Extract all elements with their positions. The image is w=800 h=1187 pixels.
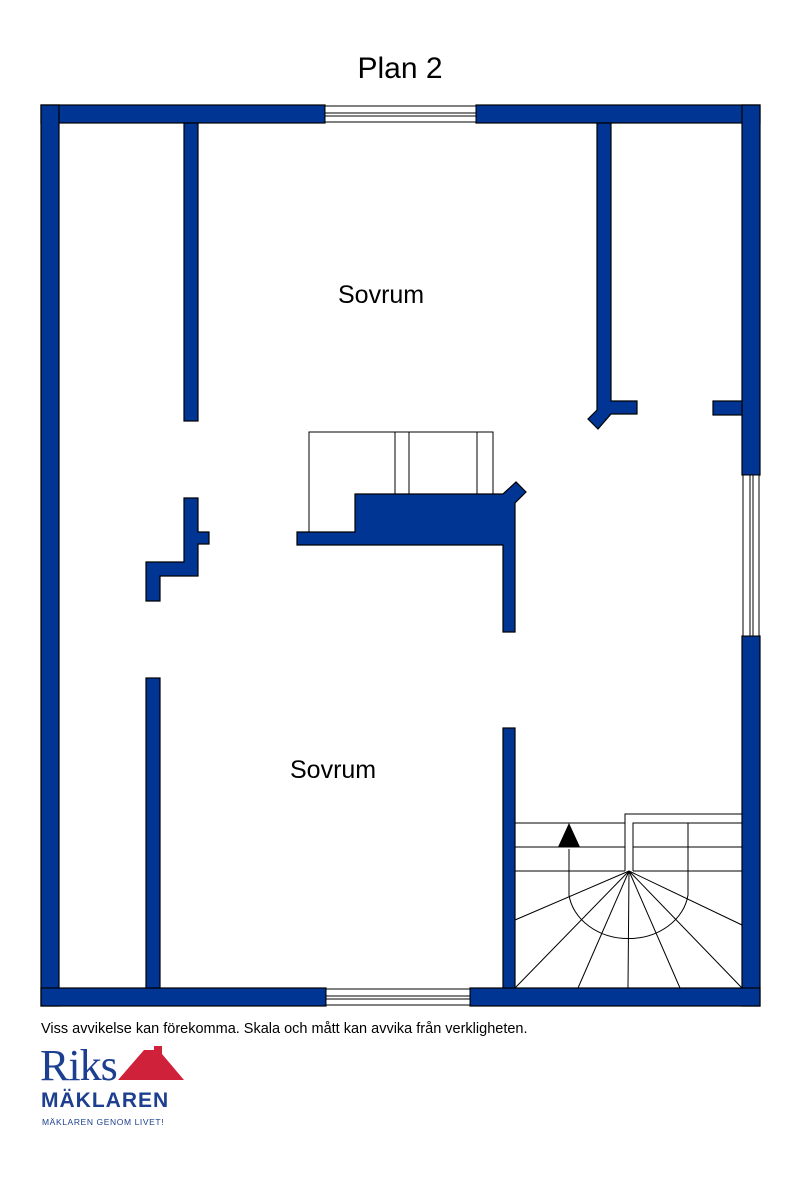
outer-wall-top-left <box>40 104 326 124</box>
outer-wall-right-lower <box>741 635 761 1007</box>
wall-left-upper <box>183 122 199 422</box>
logo-riks-text: Riks <box>40 1041 118 1090</box>
wall-stair-divider <box>502 727 516 989</box>
window-top <box>324 105 477 123</box>
wall-right-upper <box>587 122 638 430</box>
logo-maklaren-text: MÄKLAREN <box>41 1089 170 1112</box>
floor-plan <box>40 104 761 1007</box>
outer-wall-bottom-left <box>40 987 327 1007</box>
fireplace-outline <box>308 431 494 532</box>
wall-left-middle <box>145 497 210 602</box>
room-label-sovrum-upper: Sovrum <box>338 281 425 309</box>
wall-left-lower <box>145 677 161 989</box>
chimney-block <box>296 481 527 633</box>
windows <box>324 105 760 1006</box>
outer-wall-top-right <box>475 104 761 124</box>
outer-wall-bottom-right <box>469 987 761 1007</box>
riks-maklaren-logo: Riks MÄKLAREN MÄKLAREN GENOM LIVET! <box>38 1044 208 1134</box>
staircase <box>514 813 743 989</box>
window-right <box>742 474 760 637</box>
stair-direction-arrow-icon <box>558 823 580 847</box>
outer-wall-right-upper <box>741 104 761 476</box>
house-roof-icon <box>118 1046 184 1090</box>
wall-right-stub <box>712 400 743 416</box>
outer-wall-left <box>40 104 60 1007</box>
room-label-sovrum-lower: Sovrum <box>290 756 377 784</box>
plan-title: Plan 2 <box>357 52 443 85</box>
logo-slogan: MÄKLAREN GENOM LIVET! <box>42 1117 165 1127</box>
window-bottom <box>325 988 471 1006</box>
disclaimer-text: Viss avvikelse kan förekomma. Skala och … <box>41 1021 528 1037</box>
